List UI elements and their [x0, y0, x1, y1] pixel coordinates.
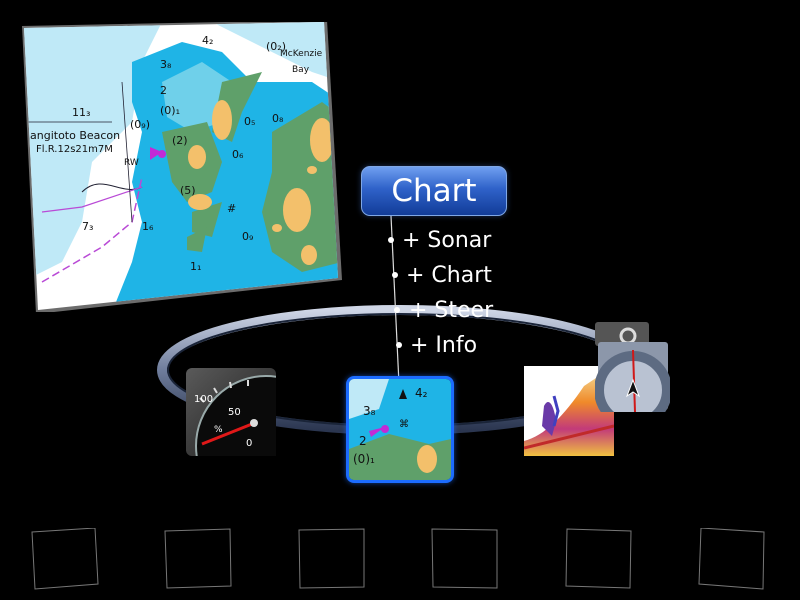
depth-sounding: 2: [160, 84, 167, 97]
empty-slot-4[interactable]: [431, 528, 499, 590]
chart-thumbnail-icon: ⌘ 4₂ 3₈ 2 (0)₁: [349, 379, 451, 480]
menu-option-add-chart[interactable]: + Chart: [406, 263, 492, 288]
menu-option-add-sonar[interactable]: + Sonar: [402, 228, 492, 253]
gauge-tick-50: 50: [228, 407, 241, 418]
empty-slot-6[interactable]: [698, 528, 766, 590]
empty-slot-5[interactable]: [565, 528, 633, 590]
chart-preview-map: angitoto Beacon Fl.R.12s21m7M RW McKenzi…: [22, 22, 342, 312]
depth-sounding: 3₈: [160, 58, 172, 71]
chart-icon-depth: 4₂: [415, 386, 428, 400]
gauge-icon: 100 50 0 %: [186, 368, 276, 456]
depth-sounding: (2): [172, 134, 188, 147]
depth-sounding: 11₃: [72, 106, 90, 119]
empty-slot-1[interactable]: [31, 528, 99, 590]
depth-sounding: 0₈: [272, 112, 284, 125]
menu-option-add-steer[interactable]: + Steer: [409, 298, 494, 323]
beacon-mark-label: RW: [124, 158, 139, 168]
gauge-tick-100: 100: [194, 394, 213, 405]
place-name-label-1: McKenzie: [280, 49, 323, 59]
depth-sounding: (5): [180, 184, 196, 197]
steer-thumbnail-icon: [595, 322, 670, 412]
chart-app-icon[interactable]: ⌘ 4₂ 3₈ 2 (0)₁: [346, 376, 454, 483]
place-name-label-2: Bay: [292, 65, 310, 75]
chart-icon-depth: 3₈: [363, 404, 376, 418]
info-app-icon[interactable]: 100 50 0 %: [186, 368, 276, 456]
chart-icon-depth: (0)₁: [353, 452, 375, 466]
depth-sounding: 1₁: [190, 260, 201, 273]
depth-sounding: 7₃: [82, 220, 93, 233]
depth-sounding: (0₂): [266, 40, 286, 53]
depth-sounding: (0₉): [130, 118, 150, 131]
depth-sounding: 0₆: [232, 148, 244, 161]
depth-sounding: 4₂: [202, 34, 213, 47]
gauge-unit: %: [214, 425, 223, 435]
gauge-tick-0: 0: [246, 438, 252, 449]
beacon-name-label: angitoto Beacon: [30, 129, 120, 142]
beacon-light-label: Fl.R.12s21m7M: [36, 144, 113, 155]
chart-icon-depth: 2: [359, 434, 367, 448]
chart-preview: angitoto Beacon Fl.R.12s21m7M RW McKenzi…: [22, 22, 342, 312]
empty-slot-3[interactable]: [298, 528, 366, 590]
menu-connector: [388, 215, 402, 384]
steer-app-icon[interactable]: [595, 322, 670, 412]
menu-title-chart[interactable]: Chart: [361, 166, 507, 216]
depth-sounding: (0)₁: [160, 104, 180, 117]
depth-sounding: #: [227, 202, 236, 215]
svg-text:⌘: ⌘: [399, 419, 409, 430]
depth-sounding: 0₉: [242, 230, 253, 243]
depth-sounding: 0₅: [244, 115, 255, 128]
menu-option-add-info[interactable]: + Info: [410, 333, 478, 358]
empty-slot-2[interactable]: [164, 528, 232, 590]
depth-sounding: 1₆: [142, 220, 154, 233]
